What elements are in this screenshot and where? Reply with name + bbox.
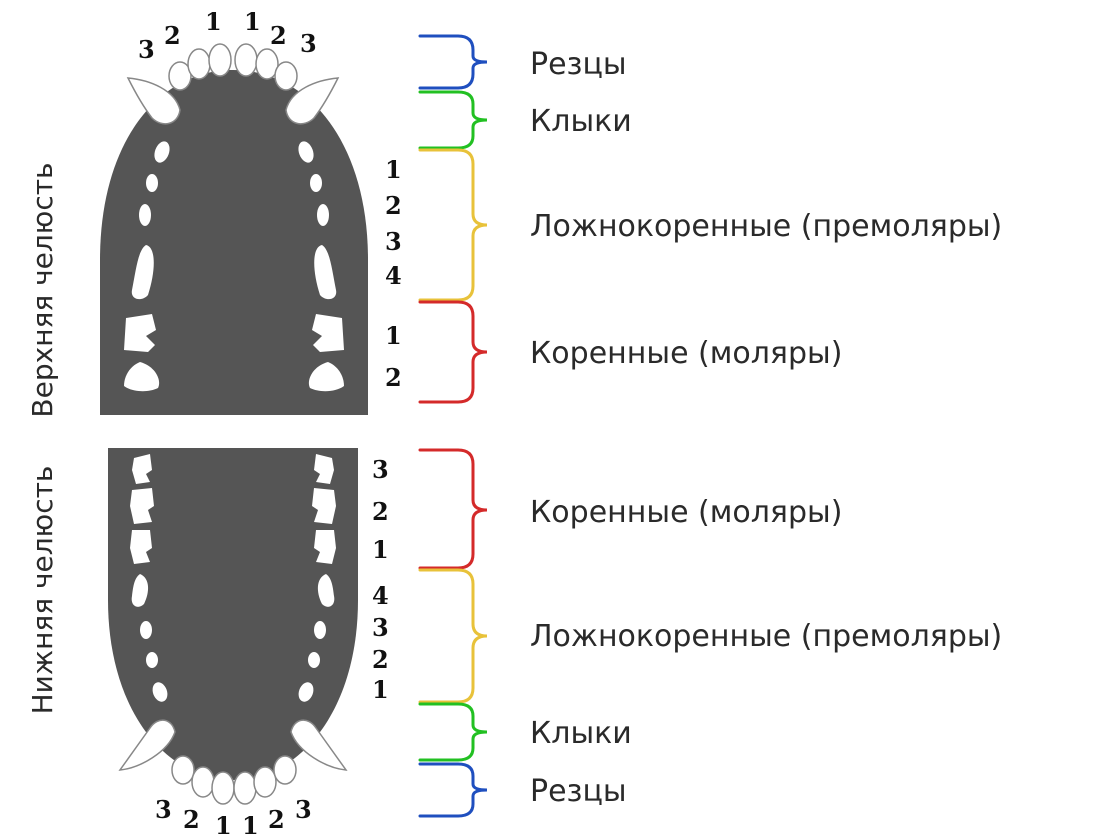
lower-right-molar-2 <box>312 488 336 524</box>
lower-incisor-number: 3 <box>155 795 172 824</box>
label-incisors-lower: Резцы <box>530 774 627 809</box>
upper-incisor-3-right <box>275 62 297 90</box>
lower-premolar-number: 3 <box>372 613 389 642</box>
lower-molar-number: 3 <box>372 455 389 484</box>
bracket-premolars-lower <box>420 570 487 702</box>
lower-premolar-number: 4 <box>372 581 389 610</box>
lower-incisor-2-left <box>192 767 214 797</box>
label-premolars-lower: Ложнокоренные (премоляры) <box>530 619 1002 654</box>
bracket-incisors-upper <box>420 36 487 88</box>
lower-incisor-3-right <box>274 756 296 784</box>
label-canines-lower: Клыки <box>530 716 632 751</box>
group-brackets <box>420 36 487 816</box>
upper-molar-number: 1 <box>385 321 402 350</box>
upper-right-premolar-3 <box>317 204 329 226</box>
upper-molar-number: 2 <box>385 363 402 392</box>
lower-incisor-number: 1 <box>215 811 232 838</box>
upper-premolar-number: 1 <box>385 155 402 184</box>
upper-molar-numbers: 1 2 <box>385 321 402 392</box>
upper-incisor-number: 1 <box>244 7 261 36</box>
lower-molar-numbers: 3 2 1 <box>372 455 389 564</box>
lower-incisor-number: 1 <box>242 811 259 838</box>
bracket-canines-lower <box>420 704 487 760</box>
lower-incisor-numbers: 3 2 1 1 2 3 <box>155 795 312 838</box>
bracket-molars-upper <box>420 302 487 402</box>
bracket-molars-lower <box>420 450 487 568</box>
lower-incisor-1-left <box>212 772 234 804</box>
lower-right-premolar-2 <box>308 652 320 668</box>
upper-premolar-numbers: 1 2 3 4 <box>385 155 402 290</box>
lower-left-molar-2 <box>130 488 154 524</box>
bracket-canines-upper <box>420 92 487 148</box>
lower-incisor-number: 2 <box>183 805 200 834</box>
upper-incisor-2-left <box>188 49 210 79</box>
upper-incisor-1-left <box>209 44 231 76</box>
label-premolars-upper: Ложнокоренные (премоляры) <box>530 209 1002 244</box>
lower-right-premolar-3 <box>314 621 326 639</box>
label-canines-upper: Клыки <box>530 104 632 139</box>
upper-incisor-number: 2 <box>164 21 181 50</box>
label-molars-upper: Коренные (моляры) <box>530 336 842 371</box>
label-incisors-upper: Резцы <box>530 47 627 82</box>
lower-incisor-1-right <box>234 772 256 804</box>
lower-incisor-2-right <box>254 767 276 797</box>
upper-right-premolar-2 <box>310 174 322 192</box>
group-labels: Резцы Клыки Ложнокоренные (премоляры) Ко… <box>530 47 1002 809</box>
lower-left-molar-1 <box>130 530 152 564</box>
upper-premolar-number: 3 <box>385 227 402 256</box>
lower-jaw <box>108 448 358 804</box>
lower-left-premolar-2 <box>146 652 158 668</box>
lower-molar-number: 1 <box>372 535 389 564</box>
upper-incisor-number: 2 <box>270 21 287 50</box>
upper-incisor-number: 3 <box>300 29 317 58</box>
lower-right-molar-1 <box>314 530 336 564</box>
lower-incisor-number: 2 <box>268 805 285 834</box>
bracket-incisors-lower <box>420 764 487 816</box>
upper-incisor-number: 3 <box>138 35 155 64</box>
lower-jaw-label: Нижняя челюсть <box>26 466 59 715</box>
upper-left-premolar-2 <box>146 174 158 192</box>
lower-incisor-number: 3 <box>295 795 312 824</box>
upper-premolar-number: 4 <box>385 261 402 290</box>
upper-incisor-1-right <box>235 44 257 76</box>
lower-molar-number: 2 <box>372 497 389 526</box>
upper-left-premolar-3 <box>139 204 151 226</box>
lower-premolar-numbers: 4 3 2 1 <box>372 581 389 704</box>
lower-left-premolar-3 <box>140 621 152 639</box>
lower-premolar-number: 2 <box>372 645 389 674</box>
lower-incisor-3-left <box>172 756 194 784</box>
upper-jaw <box>100 44 368 415</box>
upper-incisor-number: 1 <box>205 7 222 36</box>
lower-premolar-number: 1 <box>372 675 389 704</box>
upper-jaw-label: Верхняя челюсть <box>26 162 59 417</box>
bracket-premolars-upper <box>420 150 487 300</box>
upper-premolar-number: 2 <box>385 191 402 220</box>
label-molars-lower: Коренные (моляры) <box>530 495 842 530</box>
